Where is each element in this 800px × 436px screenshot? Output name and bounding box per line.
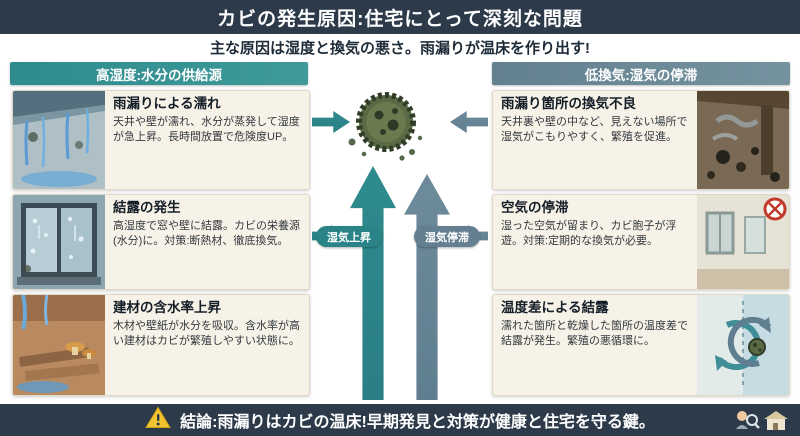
card-body: 木材や壁紙が水分を吸収。含水率が高い建材はカビが繁殖しやすい状態に。 [113,319,300,347]
conclusion-bar: 結論:雨漏りはカビの温床!早期発見と対策が健康と住宅を守る鍵。 [0,404,800,436]
cause-card-rain-leak: 雨漏りによる濡れ 天井や壁が濡れ、水分が蒸発して湿度が急上昇。長時間放置で危険度… [12,90,310,190]
cause-card-condensation: 結露の発生 高湿度で窓や壁に結露。カビの栄養源(水分)に。対策:断熱材、徹底換気… [12,194,310,290]
right-column-header: 低換気:湿気の停滞 [492,62,790,85]
temperature-cycle-illustration [697,295,789,395]
stagnant-room-illustration [697,195,789,289]
card-title: 建材の含水率上昇 [113,300,221,315]
card-title: 温度差による結露 [501,300,609,315]
condensation-window-illustration [13,195,105,289]
humidity-stagnation-badge: 湿気停滞 [414,226,480,247]
conclusion-text: 結論:雨漏りはカビの温床!早期発見と対策が健康と住宅を守る鍵。 [180,414,655,431]
flow-arrow-right-to-mold [450,110,488,134]
card-title: 空気の停滞 [501,200,569,215]
ceiling-leak-illustration [13,91,105,189]
humidity-rise-badge: 湿気上昇 [316,226,382,247]
card-body: 湿った空気が留まり、カビ胞子が浮遊。対策:定期的な換気が必要。 [501,219,677,247]
page-title: カビの発生原因:住宅にとって深刻な問題 [217,8,583,30]
card-body: 濡れた箇所と乾燥した箇所の温度差で結露が発生。繁殖の悪循環に。 [501,319,688,347]
cause-card-air-stagnation: 空気の停滞 湿った空気が留まり、カビ胞子が浮遊。対策:定期的な換気が必要。 [492,194,790,290]
subtitle: 主な原因は湿度と換気の悪さ。雨漏りが温床を作り出す! [210,40,590,57]
wet-lumber-illustration [13,295,105,395]
inspector-house-icons [732,407,790,436]
flow-arrow-humidity-rise [350,166,396,400]
warning-triangle-icon [145,406,172,434]
card-title: 結露の発生 [113,200,181,215]
cause-card-leak-ventilation: 雨漏り箇所の換気不良 天井裏や壁の中など、見えない場所で湿気がこもりやすく、繁殖… [492,90,790,190]
cause-card-temp-condensation: 温度差による結露 濡れた箇所と乾燥した箇所の温度差で結露が発生。繁殖の悪循環に。 [492,294,790,396]
title-bar: カビの発生原因:住宅にとって深刻な問題 [0,0,800,34]
card-title: 雨漏り箇所の換気不良 [501,96,636,111]
attic-mold-illustration [697,91,789,189]
flow-arrow-humidity-stagnation [404,174,450,400]
mold-spore-icon [338,80,434,176]
left-column-header: 高湿度:水分の供給源 [10,62,308,85]
cause-card-material-moisture: 建材の含水率上昇 木材や壁紙が水分を吸収。含水率が高い建材はカビが繁殖しやすい状… [12,294,310,396]
card-body: 高湿度で窓や壁に結露。カビの栄養源(水分)に。対策:断熱材、徹底換気。 [113,219,300,247]
card-title: 雨漏りによる濡れ [113,96,221,111]
card-body: 天井裏や壁の中など、見えない場所で湿気がこもりやすく、繁殖を促進。 [501,115,688,143]
card-body: 天井や壁が濡れ、水分が蒸発して湿度が急上昇。長時間放置で危険度UP。 [113,115,300,143]
